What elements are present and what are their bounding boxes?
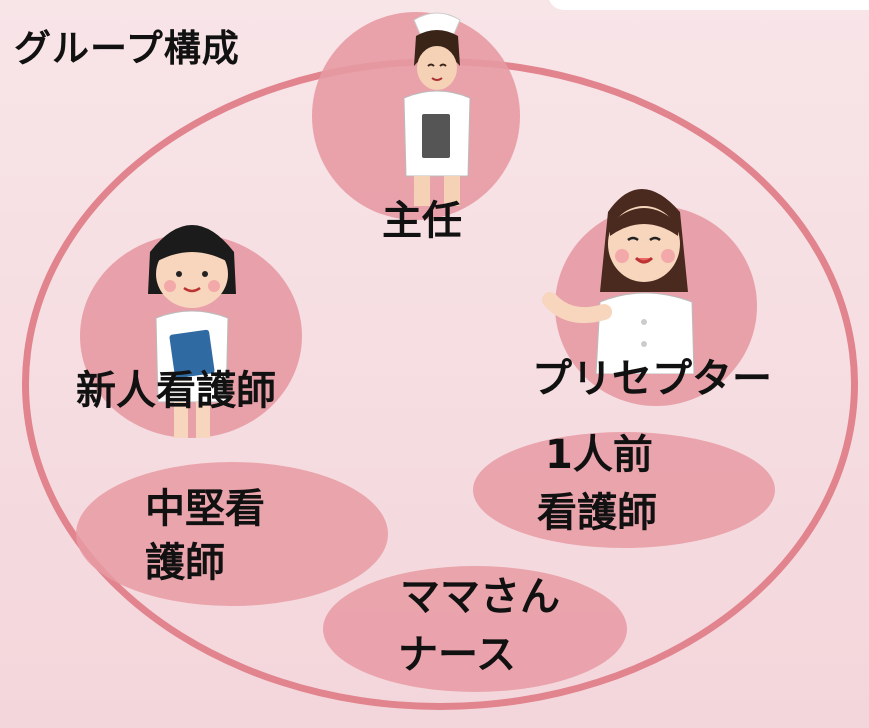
label-shinjin: 新人看護師: [76, 368, 276, 414]
nurse-head-icon: [403, 12, 471, 206]
label-ichininmae-line2: 看護師: [537, 490, 657, 536]
diagram-title: グループ構成: [14, 27, 240, 70]
top-white-tab: [548, 0, 869, 10]
label-chuken-line1: 中堅看: [145, 486, 265, 532]
label-chuken-line2: 護師: [145, 540, 225, 586]
mama-blob: [323, 566, 627, 692]
label-preceptor: プリセプター: [532, 356, 772, 402]
label-shunin: 主任: [382, 198, 462, 244]
label-mama-line2: ナース: [398, 632, 516, 678]
nurse-preceptor-icon: [542, 189, 695, 374]
label-ichininmae-line1: 1人前: [545, 432, 653, 478]
chuken-blob: [76, 462, 388, 606]
nurse-young-icon: [148, 225, 236, 438]
label-mama-line1: ママさん: [400, 574, 560, 620]
ichininmae-blob: [473, 432, 775, 548]
